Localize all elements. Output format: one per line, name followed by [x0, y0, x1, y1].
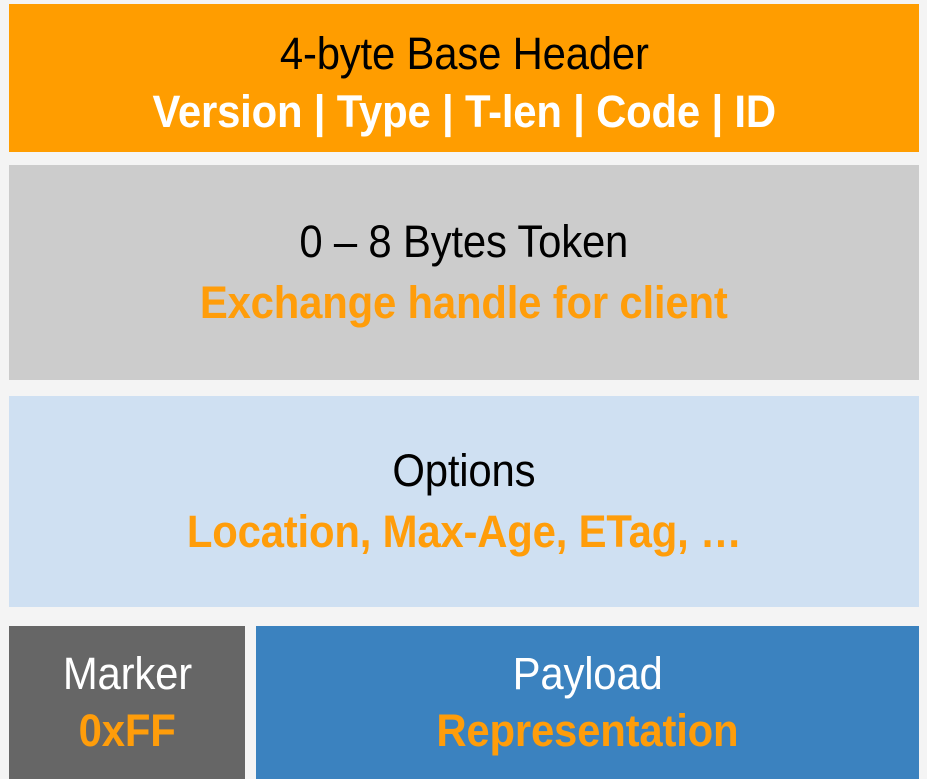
- options-title: Options: [392, 445, 536, 497]
- options-description: Location, Max-Age, ETag, …: [186, 505, 742, 557]
- payload-title: Payload: [512, 647, 663, 699]
- marker-payload-row: Marker 0xFF Payload Representation: [9, 626, 919, 779]
- token-block: 0 – 8 Bytes Token Exchange handle for cl…: [9, 165, 919, 380]
- base-header-title: 4-byte Base Header: [279, 28, 649, 80]
- marker-value: 0xFF: [78, 705, 176, 756]
- marker-block: Marker 0xFF: [9, 626, 245, 779]
- marker-title: Marker: [62, 647, 192, 699]
- divider-options-payload: [9, 607, 919, 626]
- payload-block: Payload Representation: [256, 626, 919, 779]
- divider-header-token: [9, 152, 919, 165]
- options-block: Options Location, Max-Age, ETag, …: [9, 396, 919, 607]
- divider-token-options: [9, 380, 919, 396]
- divider-marker-payload: [245, 626, 256, 779]
- base-header-fields: Version | Type | T-len | Code | ID: [152, 85, 776, 137]
- token-title: 0 – 8 Bytes Token: [299, 216, 629, 268]
- token-description: Exchange handle for client: [200, 276, 728, 328]
- payload-description: Representation: [436, 705, 739, 756]
- base-header-block: 4-byte Base Header Version | Type | T-le…: [9, 4, 919, 152]
